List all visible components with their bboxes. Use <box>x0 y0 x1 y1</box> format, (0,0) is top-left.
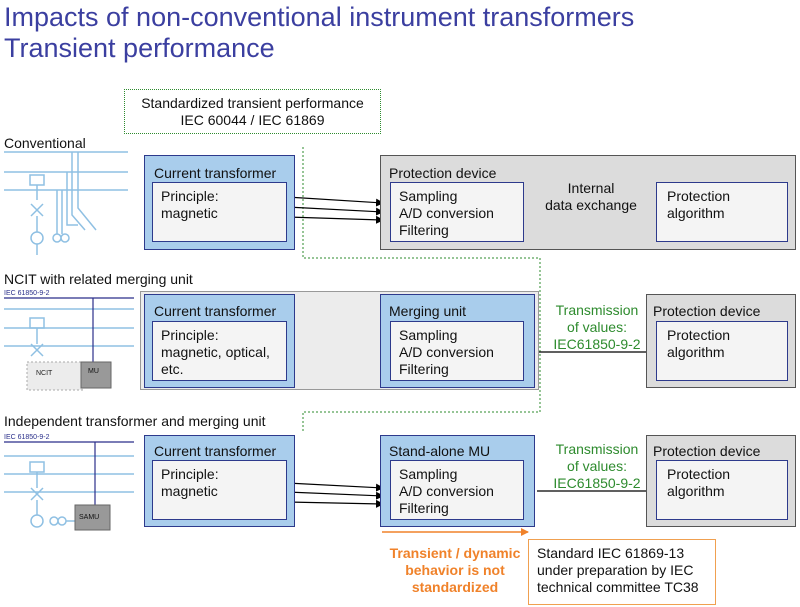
sampling-box-conventional: Sampling A/D conversion Filtering <box>390 182 524 242</box>
algo-text: Protection algorithm <box>667 327 731 360</box>
ct-title: Current transformer <box>154 443 277 459</box>
sampling-box-independent: Sampling A/D conversion Filtering <box>390 460 524 520</box>
ncit-schematic <box>4 297 134 391</box>
mu-title: Stand-alone MU <box>389 443 491 459</box>
arrow-ct-to-sampling-3 <box>286 215 384 224</box>
internal-exchange-label: Internal data exchange <box>545 180 637 213</box>
page-title: Impacts of non-conventional instrument t… <box>4 2 635 32</box>
samu-tag: SAMU <box>79 514 100 521</box>
standardized-text: Standardized transient performance IEC 6… <box>141 95 364 128</box>
transient-not-standardized-note: Transient / dynamic behavior is not stan… <box>389 545 521 595</box>
ct-title: Current transformer <box>154 165 277 181</box>
row-label-conventional: Conventional <box>4 135 86 151</box>
pd-title: Protection device <box>653 303 761 319</box>
arrow-samu-ct-to-sampling-2 <box>286 491 384 500</box>
pd-title: Protection device <box>653 443 761 459</box>
algo-box-ncit: Protection algorithm <box>656 321 788 381</box>
arrow-ct-to-sampling-2 <box>286 206 384 216</box>
schematic-tag-samu: IEC 61850-9-2 <box>4 434 50 441</box>
standard-note-text: Standard IEC 61869-13 under preparation … <box>537 545 699 595</box>
ct-title: Current transformer <box>154 303 277 319</box>
arrow-ct-to-sampling-1 <box>286 196 384 207</box>
pd-title: Protection device <box>389 165 497 181</box>
conventional-schematic <box>4 151 128 255</box>
ct-principle-ncit: Principle: magnetic, optical, etc. <box>152 321 287 381</box>
sampling-text: Sampling A/D conversion Filtering <box>399 466 494 516</box>
algo-box-conventional: Protection algorithm <box>656 182 788 242</box>
samu-schematic <box>4 441 134 531</box>
transmission-label-ncit: Transmission of values: IEC61850-9-2 <box>553 302 641 352</box>
sampling-text: Sampling A/D conversion Filtering <box>399 188 494 238</box>
principle-text: Principle: magnetic, optical, etc. <box>161 327 270 377</box>
row-label-ncit: NCIT with related merging unit <box>4 271 193 287</box>
row-label-independent: Independent transformer and merging unit <box>4 413 266 429</box>
sampling-box-ncit: Sampling A/D conversion Filtering <box>390 321 524 381</box>
ct-principle-conventional: Principle: magnetic <box>152 182 287 242</box>
algo-text: Protection algorithm <box>667 188 731 221</box>
algo-text: Protection algorithm <box>667 466 731 499</box>
standard-note-box: Standard IEC 61869-13 under preparation … <box>528 539 716 605</box>
principle-text: Principle: magnetic <box>161 466 219 499</box>
arrow-samu-ct-to-sampling-1 <box>286 482 384 492</box>
mu-title: Merging unit <box>389 303 467 319</box>
ct-principle-independent: Principle: magnetic <box>152 460 287 520</box>
algo-box-independent: Protection algorithm <box>656 460 788 520</box>
sampling-text: Sampling A/D conversion Filtering <box>399 327 494 377</box>
ncit-tag: NCIT <box>36 370 53 377</box>
transient-boundary-line <box>302 147 541 432</box>
standardized-box: Standardized transient performance IEC 6… <box>124 89 381 134</box>
mu-tag: MU <box>88 368 99 375</box>
page-subtitle: Transient performance <box>4 33 275 63</box>
transmission-label-independent: Transmission of values: IEC61850-9-2 <box>553 441 641 491</box>
schematic-tag-ncit: IEC 61850-9-2 <box>4 290 50 297</box>
arrow-samu-ct-to-sampling-3 <box>286 499 384 508</box>
principle-text: Principle: magnetic <box>161 188 219 221</box>
